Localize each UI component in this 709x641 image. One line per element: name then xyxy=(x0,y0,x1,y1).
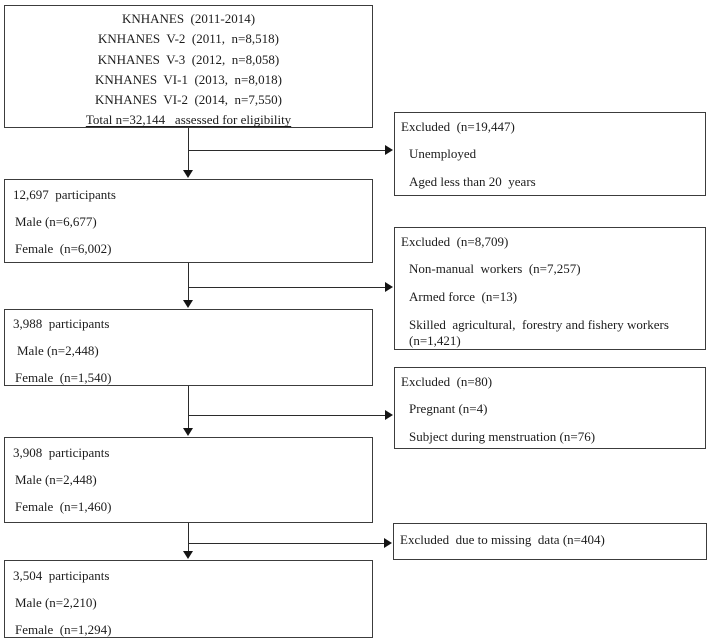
arrow-right-icon xyxy=(385,145,393,155)
participants-male: Male (n=6,677) xyxy=(15,214,97,229)
participants-total: 3,908 participants xyxy=(13,445,110,460)
participants-box-final: 3,504 participants Male (n=2,210) Female… xyxy=(4,560,373,638)
participants-total: 3,988 participants xyxy=(13,316,110,331)
arrow-right-icon xyxy=(385,282,393,292)
participants-box-1: 12,697 participants Male (n=6,677) Femal… xyxy=(4,179,373,263)
cohort-survey-title: KNHANES (2011-2014) xyxy=(121,11,256,26)
connector-vertical-2 xyxy=(188,263,190,301)
excluded-reason: Non-manual workers (n=7,257) xyxy=(409,261,581,276)
connector-horizontal-2 xyxy=(188,287,386,289)
cohort-wave-vi2: KNHANES VI-2 (2014, n=7,550) xyxy=(95,92,282,108)
excluded-box-1: Excluded (n=19,447) Unemployed Aged less… xyxy=(394,112,706,196)
cohort-wave-vi1: KNHANES VI-1 (2013, n=8,018) xyxy=(95,71,282,87)
arrow-down-icon xyxy=(183,551,193,559)
total-assessed-line: Total n=32,144 assessed for eligibility xyxy=(85,112,292,128)
source-cohort-box: KNHANES (2011-2014) KNHANES V-2 (2011, n… xyxy=(4,5,373,128)
excluded-box-3: Excluded (n=80) Pregnant (n=4) Subject d… xyxy=(394,367,706,449)
participants-total: 12,697 participants xyxy=(13,187,116,202)
connector-horizontal-3 xyxy=(188,415,386,417)
excluded-box-4: Excluded due to missing data (n=404) xyxy=(393,523,707,560)
arrow-down-icon xyxy=(183,300,193,308)
excluded-reason: Skilled agricultural, forestry and fishe… xyxy=(409,317,676,348)
excluded-header: Excluded (n=19,447) xyxy=(401,119,515,134)
connector-horizontal-4 xyxy=(188,543,385,545)
participants-total: 3,504 participants xyxy=(13,568,110,583)
connector-horizontal-1 xyxy=(188,150,386,152)
arrow-down-icon xyxy=(183,170,193,178)
excluded-reason: Pregnant (n=4) xyxy=(409,401,488,416)
arrow-right-icon xyxy=(384,538,392,548)
participants-female: Female (n=6,002) xyxy=(15,241,112,256)
participants-male: Male (n=2,448) xyxy=(17,343,99,358)
excluded-header: Excluded (n=80) xyxy=(401,374,493,389)
participants-female: Female (n=1,460) xyxy=(15,499,112,514)
participants-box-3: 3,908 participants Male (n=2,448) Female… xyxy=(4,437,373,523)
excluded-reason: Aged less than 20 years xyxy=(409,174,536,189)
participants-female: Female (n=1,294) xyxy=(15,622,112,637)
excluded-reason: Armed force (n=13) xyxy=(409,289,518,304)
participants-female: Female (n=1,540) xyxy=(15,370,112,385)
excluded-box-2: Excluded (n=8,709) Non-manual workers (n… xyxy=(394,227,706,350)
arrow-down-icon xyxy=(183,428,193,436)
arrow-right-icon xyxy=(385,410,393,420)
excluded-header: Excluded due to missing data (n=404) xyxy=(400,532,605,547)
connector-vertical-4 xyxy=(188,523,190,552)
participants-male: Male (n=2,448) xyxy=(15,472,97,487)
connector-vertical-1 xyxy=(188,128,190,171)
excluded-reason: Subject during menstruation (n=76) xyxy=(409,429,596,444)
cohort-wave-v2: KNHANES V-2 (2011, n=8,518) xyxy=(98,31,279,47)
participants-box-2: 3,988 participants Male (n=2,448) Female… xyxy=(4,309,373,386)
excluded-reason: Unemployed xyxy=(409,146,477,161)
participants-male: Male (n=2,210) xyxy=(15,595,97,610)
connector-vertical-3 xyxy=(188,386,190,429)
cohort-wave-v3: KNHANES V-3 (2012, n=8,058) xyxy=(97,51,280,67)
excluded-header: Excluded (n=8,709) xyxy=(401,234,509,249)
